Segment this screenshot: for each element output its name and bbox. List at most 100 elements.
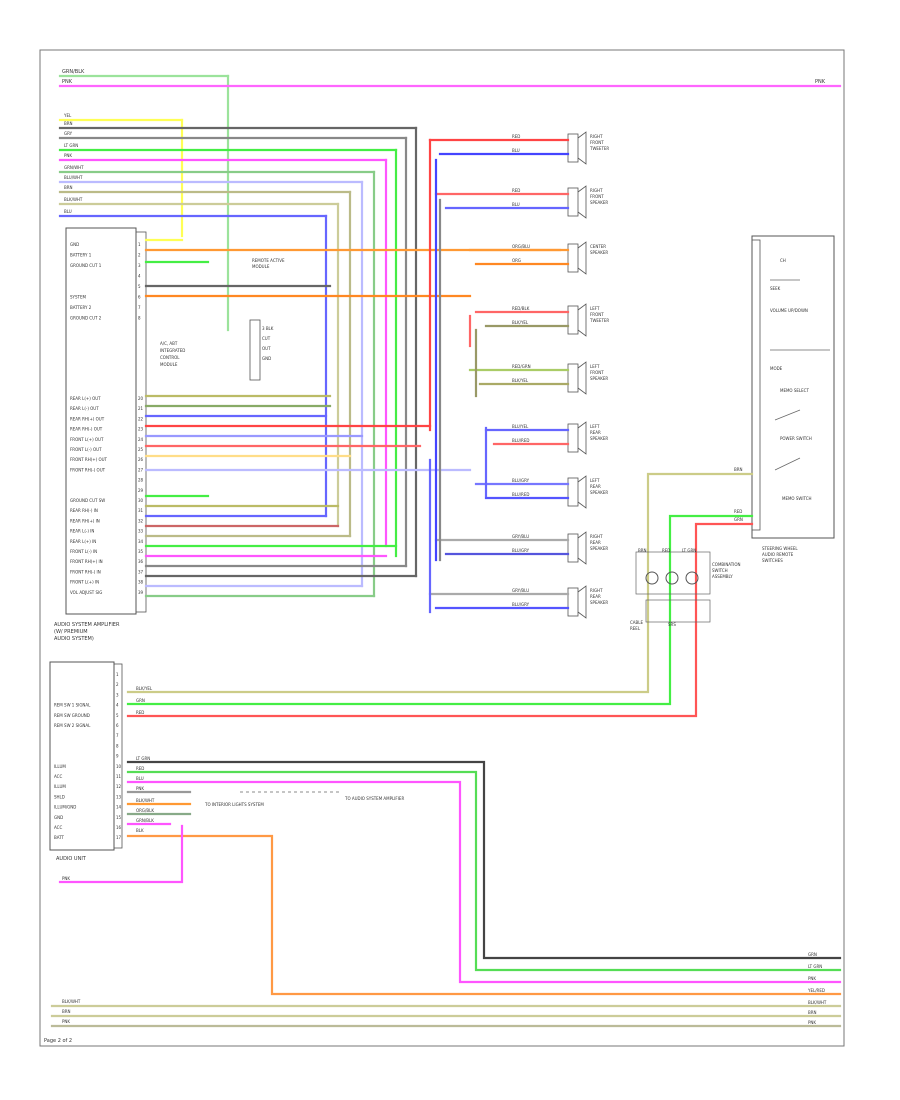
- audio-note-1: TO INTERIOR LIGHTS SYSTEM: [204, 802, 264, 807]
- steering-label-2: SEEK: [770, 286, 781, 291]
- speaker-connector: [567, 587, 579, 617]
- speaker-connector: [567, 133, 579, 163]
- amplifier-pin-number: 39: [138, 590, 144, 595]
- audio-wire-label: RED: [136, 766, 144, 771]
- amplifier-pin-number: 29: [138, 488, 144, 493]
- speaker-wire-label: BLU: [512, 202, 520, 207]
- speaker-wire-label: ORG/BLU: [512, 244, 530, 249]
- combination-name-3: ASSEMBLY: [712, 574, 733, 579]
- audio-unit-pin-label: SHLD: [54, 794, 65, 799]
- audio-unit-wire-group: TO INTERIOR LIGHTS SYSTEM TO AUDIO SYSTE…: [58, 760, 842, 996]
- audio-unit-pin-label: REM SW 1 SIGNAL: [54, 703, 91, 708]
- speaker-name: REAR: [590, 594, 601, 599]
- combination-switch-contact-2: [665, 571, 679, 585]
- speaker-connector: [567, 533, 579, 563]
- bottom-wire-label-1: BLK/WHT: [62, 999, 81, 1004]
- amplifier-pin-number: 27: [138, 467, 144, 472]
- audio-wire-label: GRN/BLK: [136, 818, 154, 823]
- harness-wire-label: BLK/WHT: [64, 197, 83, 202]
- module-note-title-2: MODULE: [252, 264, 270, 269]
- module-pin-4: GND: [262, 356, 271, 361]
- speaker-group: RIGHTFRONTTWEETERREDBLURIGHTFRONTSPEAKER…: [428, 131, 609, 619]
- amplifier-pin-number: 31: [138, 508, 144, 513]
- amplifier-pin-label: FRONT L(+) OUT: [70, 437, 104, 442]
- amplifier-pin-label: FRONT RH(-) OUT: [70, 467, 106, 472]
- audio-wire-label: ORG/BLK: [136, 808, 154, 813]
- amplifier-pin-number: 4: [138, 274, 141, 279]
- combination-lower-1: CABLE: [630, 620, 644, 625]
- amplifier-pin-label: GROUND CUT 1: [70, 263, 102, 268]
- steering-label-5: MEMO SELECT: [780, 388, 809, 393]
- audio-unit-pin-number: 11: [116, 774, 122, 779]
- amplifier-pin-label: REAR L(+) OUT: [70, 396, 101, 401]
- amplifier-pin-number: 32: [138, 518, 144, 523]
- amplifier-wire-group: [144, 238, 562, 598]
- right-bus-label: PNK: [808, 1020, 816, 1025]
- amplifier-pin-label: FRONT RH(+) IN: [70, 559, 103, 564]
- audio-wire-label: BLK/WHT: [136, 798, 155, 803]
- speaker-name: REAR: [590, 484, 601, 489]
- speaker-name: LEFT: [590, 478, 600, 483]
- audio-unit-pin-label: ACC: [54, 825, 62, 830]
- amplifier-pin-number: 34: [138, 539, 144, 544]
- audio-unit-pin-number: 10: [116, 764, 122, 769]
- speaker-name: SPEAKER: [590, 376, 608, 381]
- audio-unit-pin-number: 8: [116, 743, 119, 748]
- amplifier-pin-number: 37: [138, 569, 144, 574]
- amplifier-pin-number: 2: [138, 253, 141, 258]
- speaker-name: REAR: [590, 540, 601, 545]
- audio-unit-pin-label: BATT: [54, 835, 65, 840]
- speaker-wire-label: BLK/YEL: [512, 320, 529, 325]
- speaker-connector: [567, 423, 579, 453]
- amplifier-pin-number: 25: [138, 447, 144, 452]
- combination-name-2: SWITCH: [712, 568, 728, 573]
- audio-wire-label: GRN: [136, 698, 145, 703]
- audio-unit-pin-label: ACC: [54, 774, 62, 779]
- steering-switch-group: CH SEEK VOLUME UP/DOWN MODE MEMO SELECT …: [751, 235, 835, 563]
- right-bus-label: GRN: [808, 952, 817, 957]
- speaker-wire-label: BLU/GRY: [512, 548, 530, 553]
- speaker-wire-label: BLU/GRY: [512, 602, 530, 607]
- audio-unit-pin-number: 2: [116, 682, 119, 687]
- amplifier-name-line-3: AUDIO SYSTEM): [54, 636, 94, 642]
- audio-unit-pin-label: REM SW 2 SIGNAL: [54, 723, 91, 728]
- amplifier-pin-number: 36: [138, 559, 144, 564]
- amplifier-pin-label: GROUND CUT SW: [70, 498, 105, 503]
- right-bus-label: BLK/WHT: [808, 1000, 827, 1005]
- steering-switch-contact-3: [774, 409, 801, 421]
- audio-unit-pin-number: 12: [116, 784, 122, 789]
- steering-label-6: POWER SWITCH: [780, 436, 812, 441]
- speaker-wire-label: GRY/BLU: [512, 534, 529, 539]
- module-note-sub-4: MODULE: [160, 362, 178, 367]
- harness-wire-label: GRN/WHT: [64, 165, 84, 170]
- amplifier-pin-label: REAR RH(+) OUT: [70, 416, 105, 421]
- audio-unit-pin-number: 6: [116, 723, 119, 728]
- audio-unit-pin-label: ILLUM: [54, 784, 66, 789]
- speaker-wire-label: GRY/BLU: [512, 588, 529, 593]
- audio-wire-label: BLU: [136, 776, 144, 781]
- bottom-wire-label-2: BRN: [62, 1009, 71, 1014]
- speaker-wire-label: BLU/GRY: [512, 478, 530, 483]
- combination-switch-contact-1: [645, 571, 659, 585]
- module-note-sub-2: INTEGRATED: [160, 348, 185, 353]
- amplifier-name-line-1: AUDIO SYSTEM AMPLIFIER: [54, 622, 120, 628]
- harness-wire-label: PNK: [64, 153, 72, 158]
- amplifier-connector: [135, 231, 147, 613]
- amplifier-pin-number: 1: [138, 242, 141, 247]
- audio-unit-pin-number: 16: [116, 825, 122, 830]
- audio-wire-label: BLK: [136, 828, 144, 833]
- speaker-name: RIGHT: [590, 534, 603, 539]
- speaker-connector: [567, 305, 579, 335]
- speaker-name: FRONT: [590, 370, 604, 375]
- audio-unit-pin-number: 17: [116, 835, 122, 840]
- right-bus-label: YEL/RED: [807, 988, 825, 993]
- speaker-icon: [577, 185, 587, 219]
- right-bus-label: LT GRN: [808, 964, 822, 969]
- speaker-wire-label: BLU/YEL: [512, 424, 529, 429]
- audio-unit-pin-label: ILLUM/GND: [54, 805, 76, 810]
- audio-pnk-label: PNK: [62, 876, 70, 881]
- speaker-name: CENTER: [590, 244, 606, 249]
- speaker-icon: [577, 531, 587, 565]
